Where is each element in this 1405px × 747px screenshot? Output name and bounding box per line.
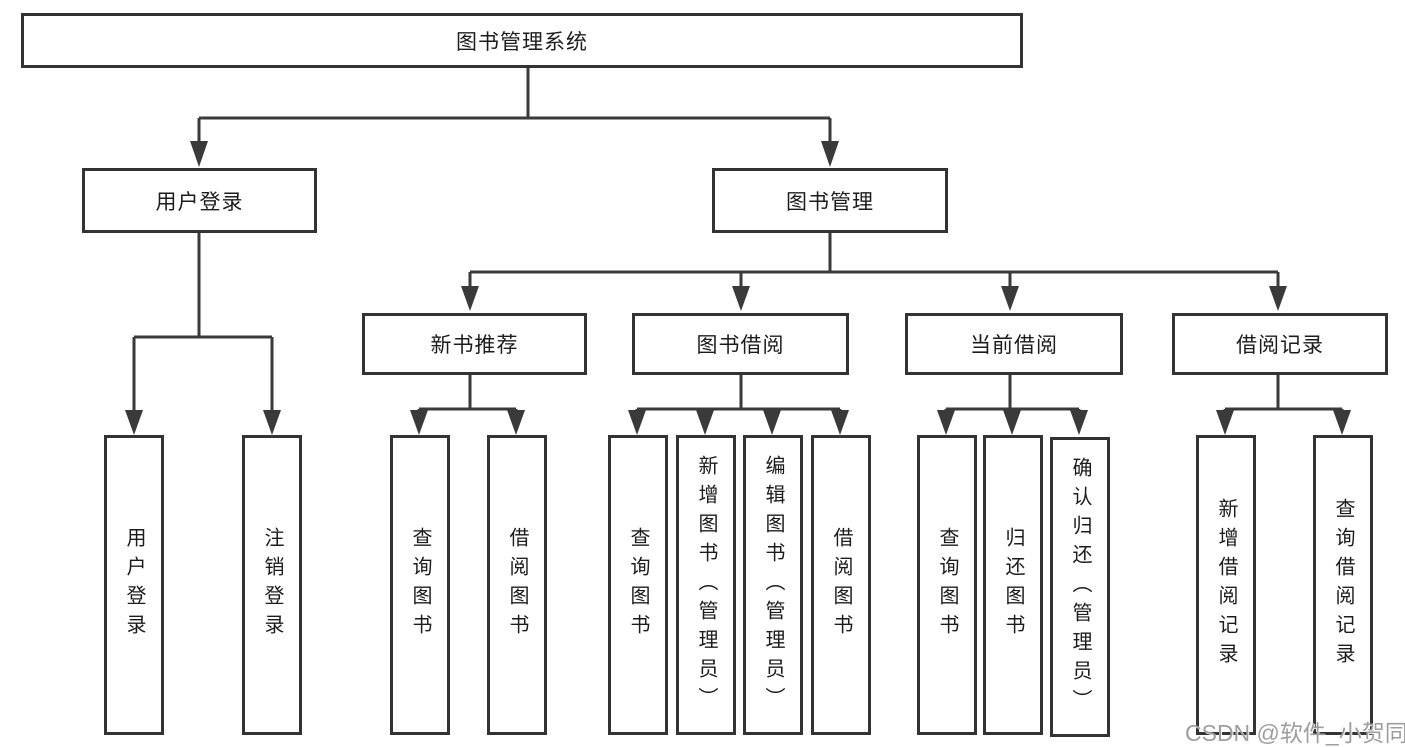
leaf-add-borrow-record: 新增借阅记录 — [1196, 435, 1256, 735]
node-library-management-system: 图书管理系统 — [21, 13, 1023, 68]
leaf-logout: 注销登录 — [242, 435, 302, 735]
node-user-login-branch: 用户登录 — [82, 168, 317, 233]
node-new-book-recommend: 新书推荐 — [362, 313, 587, 375]
leaf-borrow-books: 借阅图书 — [811, 435, 871, 735]
leaf-edit-books-admin: 编辑图书（管理员） — [743, 435, 803, 735]
connector-currentborrow-to-leaves — [944, 375, 1081, 414]
connector-bookmgmt-to-level3 — [468, 233, 1280, 290]
connector-newbook-to-leaves — [417, 375, 518, 414]
leaf-confirm-return-admin: 确认归还（管理员） — [1050, 437, 1110, 737]
connector-userlogin-to-leaves — [132, 233, 274, 413]
arrow-down-icons — [125, 141, 1351, 435]
connector-bookborrow-to-leaves — [635, 375, 842, 414]
leaf-query-books-borrow: 查询图书 — [608, 435, 668, 735]
leaf-query-books-current: 查询图书 — [917, 435, 977, 735]
node-book-management: 图书管理 — [712, 168, 948, 233]
leaf-return-books: 归还图书 — [983, 435, 1043, 735]
leaf-borrow-books-recommend: 借阅图书 — [487, 435, 547, 735]
connector-root-to-level2 — [197, 68, 832, 146]
node-current-borrowing: 当前借阅 — [905, 313, 1123, 375]
connector-records-to-leaves — [1223, 375, 1344, 414]
leaf-user-login: 用户登录 — [104, 435, 164, 735]
node-borrowing-records: 借阅记录 — [1172, 313, 1388, 375]
leaf-query-books-recommend: 查询图书 — [390, 435, 450, 735]
csdn-watermark: CSDN @软件_小贺同学 — [1185, 720, 1405, 746]
leaf-add-books-admin: 新增图书（管理员） — [676, 435, 736, 735]
leaf-query-borrow-record: 查询借阅记录 — [1313, 435, 1373, 735]
node-book-borrowing: 图书借阅 — [632, 313, 849, 375]
